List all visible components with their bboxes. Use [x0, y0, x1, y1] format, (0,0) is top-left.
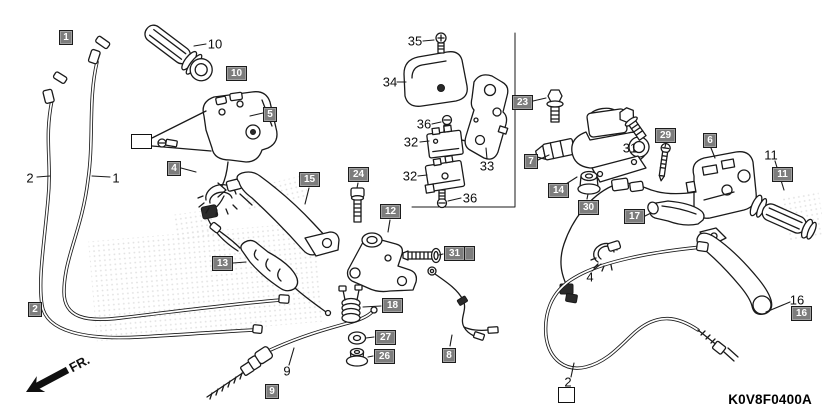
part-tag-8[interactable]: 8 — [442, 348, 456, 363]
brake-cable-right-drawing — [543, 240, 739, 370]
flange-bolt-31-center-drawing — [402, 247, 442, 264]
section-divider-line — [411, 32, 516, 208]
part-tag-23[interactable]: 23 — [512, 95, 533, 110]
part-tag-17[interactable]: 17 — [624, 209, 645, 224]
switch-unit-32-upper-drawing — [426, 124, 469, 159]
flange-bolt-31-right-drawing — [619, 107, 647, 141]
screw-35-drawing — [435, 32, 447, 54]
part-tag-1[interactable]: 1 — [59, 30, 73, 45]
part-number-11: 11 — [764, 147, 778, 163]
part-number-34: 34 — [382, 74, 398, 90]
part-number-36: 36 — [462, 190, 478, 206]
cable-clamp-left-drawing — [197, 178, 253, 216]
part-tag-26[interactable]: 26 — [374, 349, 395, 364]
empty-callout-box-2 — [558, 387, 575, 403]
part-tag-10[interactable]: 10 — [226, 66, 247, 81]
right-switch-housing-drawing — [202, 91, 278, 163]
lever-17-drawing — [647, 200, 705, 226]
part-tag-13[interactable]: 13 — [212, 256, 233, 271]
cable-clamp-right-drawing — [590, 240, 622, 272]
part-tag-15[interactable]: 15 — [299, 172, 320, 187]
lever-bracket-12-drawing — [346, 232, 418, 293]
part-number-33: 33 — [479, 158, 495, 174]
left-grip-drawing — [749, 194, 817, 240]
part-tag-2[interactable]: 2 — [28, 302, 42, 317]
part-number-2: 2 — [564, 374, 572, 390]
part-tag-29[interactable]: 29 — [655, 128, 676, 143]
grommet-30-drawing — [577, 170, 601, 195]
part-tag-24[interactable]: 24 — [348, 167, 369, 182]
master-cylinder-14-drawing — [571, 107, 650, 183]
part-tag-14[interactable]: 14 — [548, 183, 569, 198]
part-number-4: 4 — [586, 269, 594, 285]
part-tag-31[interactable]: 31 — [444, 246, 465, 261]
part-number-36: 36 — [416, 116, 432, 132]
part-number-10: 10 — [207, 36, 223, 52]
part-number-32: 32 — [403, 134, 419, 150]
pivot-bolt-24-drawing — [350, 187, 365, 223]
callout-screw-left-drawing — [151, 110, 212, 152]
fr-label: FR. — [67, 352, 93, 375]
part-tag-27[interactable]: 27 — [375, 330, 396, 345]
grommet-26-drawing — [345, 347, 369, 367]
switch-harness-left-drawing — [200, 161, 239, 252]
part-number-2: 2 — [26, 170, 34, 186]
spring-18-drawing — [338, 284, 363, 324]
part-tag-9[interactable]: 9 — [265, 384, 279, 399]
part-number-9: 9 — [283, 363, 291, 379]
throttle-cables-drawing — [39, 35, 290, 340]
switch-bracket-33-drawing — [464, 74, 509, 160]
part-tag-4[interactable]: 4 — [167, 161, 181, 176]
part-number-16: 16 — [789, 292, 805, 308]
part-tag-12[interactable]: 12 — [380, 204, 401, 219]
part-number-31: 31 — [622, 140, 638, 156]
diagram-code: K0V8F0400A — [728, 392, 812, 407]
screw-29-drawing — [658, 142, 671, 182]
part-tag-11[interactable]: 11 — [772, 167, 793, 182]
throttle-grip-drawing — [144, 24, 213, 82]
switch-unit-32-lower-drawing — [424, 155, 466, 194]
switch-harness-right-drawing — [559, 177, 697, 304]
nut-27-drawing — [347, 331, 367, 345]
left-switch-housing-drawing — [685, 151, 757, 219]
part-tag-18[interactable]: 18 — [382, 298, 403, 313]
part-tag-30[interactable]: 30 — [578, 200, 599, 215]
part-tag-5[interactable]: 5 — [263, 107, 277, 122]
part-tag-7[interactable]: 7 — [524, 154, 538, 169]
fr-direction-indicator: FR. — [26, 352, 93, 392]
brake-lever-15-drawing — [236, 171, 340, 257]
part-tag-16[interactable]: 16 — [791, 306, 812, 321]
screw-36-lower-drawing — [436, 189, 448, 209]
part-number-1: 1 — [112, 170, 120, 186]
lever-boot-13-drawing — [209, 221, 332, 317]
leader-lines — [36, 39, 791, 378]
part-tag-31-extra-cell[interactable] — [463, 246, 475, 261]
handle-cover-34-drawing — [403, 51, 468, 107]
part-number-35: 35 — [407, 33, 423, 49]
brake-lever-16-drawing — [696, 227, 773, 315]
wire-8-drawing — [427, 266, 499, 341]
part-tag-6[interactable]: 6 — [703, 133, 717, 148]
flange-bolt-23-drawing — [546, 89, 564, 123]
empty-callout-box-1 — [131, 134, 152, 149]
part-number-32: 32 — [402, 168, 418, 184]
